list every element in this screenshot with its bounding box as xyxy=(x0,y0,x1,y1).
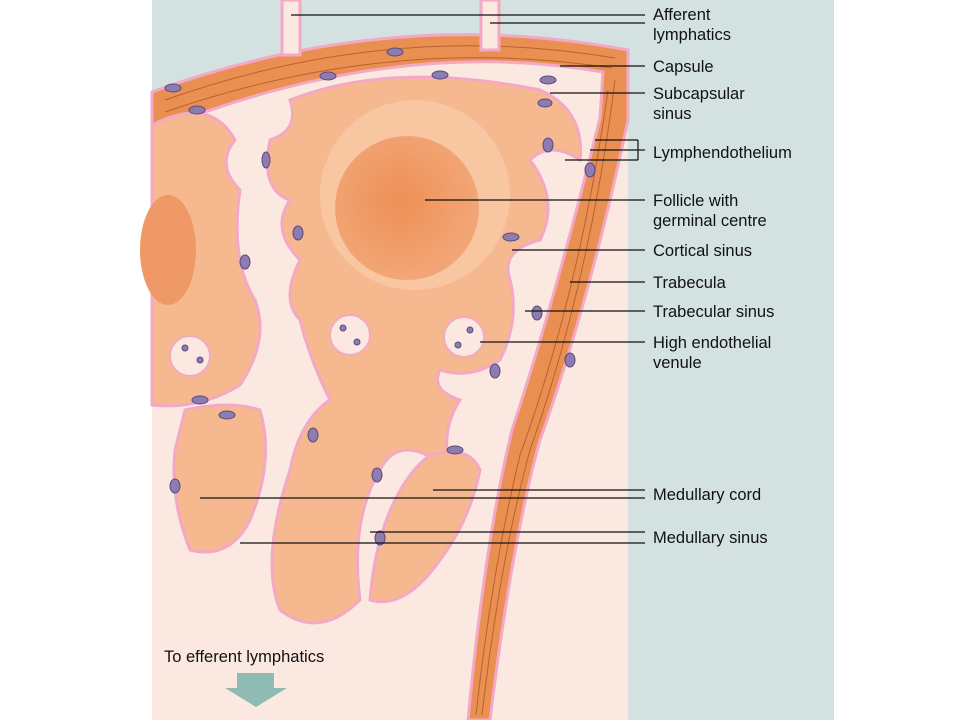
hev-3 xyxy=(169,335,211,377)
afferent-vessel-right xyxy=(479,0,501,52)
capsule xyxy=(150,33,630,720)
label-follicle: Follicle with germinal centre xyxy=(653,192,767,230)
label-efferent: To efferent lymphatics xyxy=(164,648,324,666)
efferent-arrow xyxy=(225,673,287,707)
label-hev: High endothelial venule xyxy=(653,334,776,372)
label-medullary-cord: Medullary cord xyxy=(653,486,761,504)
afferent-vessel-left xyxy=(280,0,302,57)
endothelial-nuclei xyxy=(164,47,596,546)
label-capsule: Capsule xyxy=(653,58,714,76)
label-trabecula: Trabecula xyxy=(653,274,727,292)
medullary-cord-left xyxy=(172,403,268,554)
label-trabecular-sinus: Trabecular sinus xyxy=(653,303,774,321)
leader-lines xyxy=(200,14,645,544)
label-cortical-sinus: Cortical sinus xyxy=(653,242,752,260)
hev-2 xyxy=(443,316,485,358)
label-medullary-sinus: Medullary sinus xyxy=(653,529,768,547)
hev-1 xyxy=(329,314,371,356)
label-lymphendothelium: Lymphendothelium xyxy=(653,144,792,162)
label-subcapsular-sinus: Subcapsular sinus xyxy=(653,85,749,123)
follicle-left xyxy=(140,195,196,305)
germinal-centre xyxy=(335,136,479,280)
label-afferent-lymphatics: Afferent lymphatics xyxy=(653,6,731,44)
